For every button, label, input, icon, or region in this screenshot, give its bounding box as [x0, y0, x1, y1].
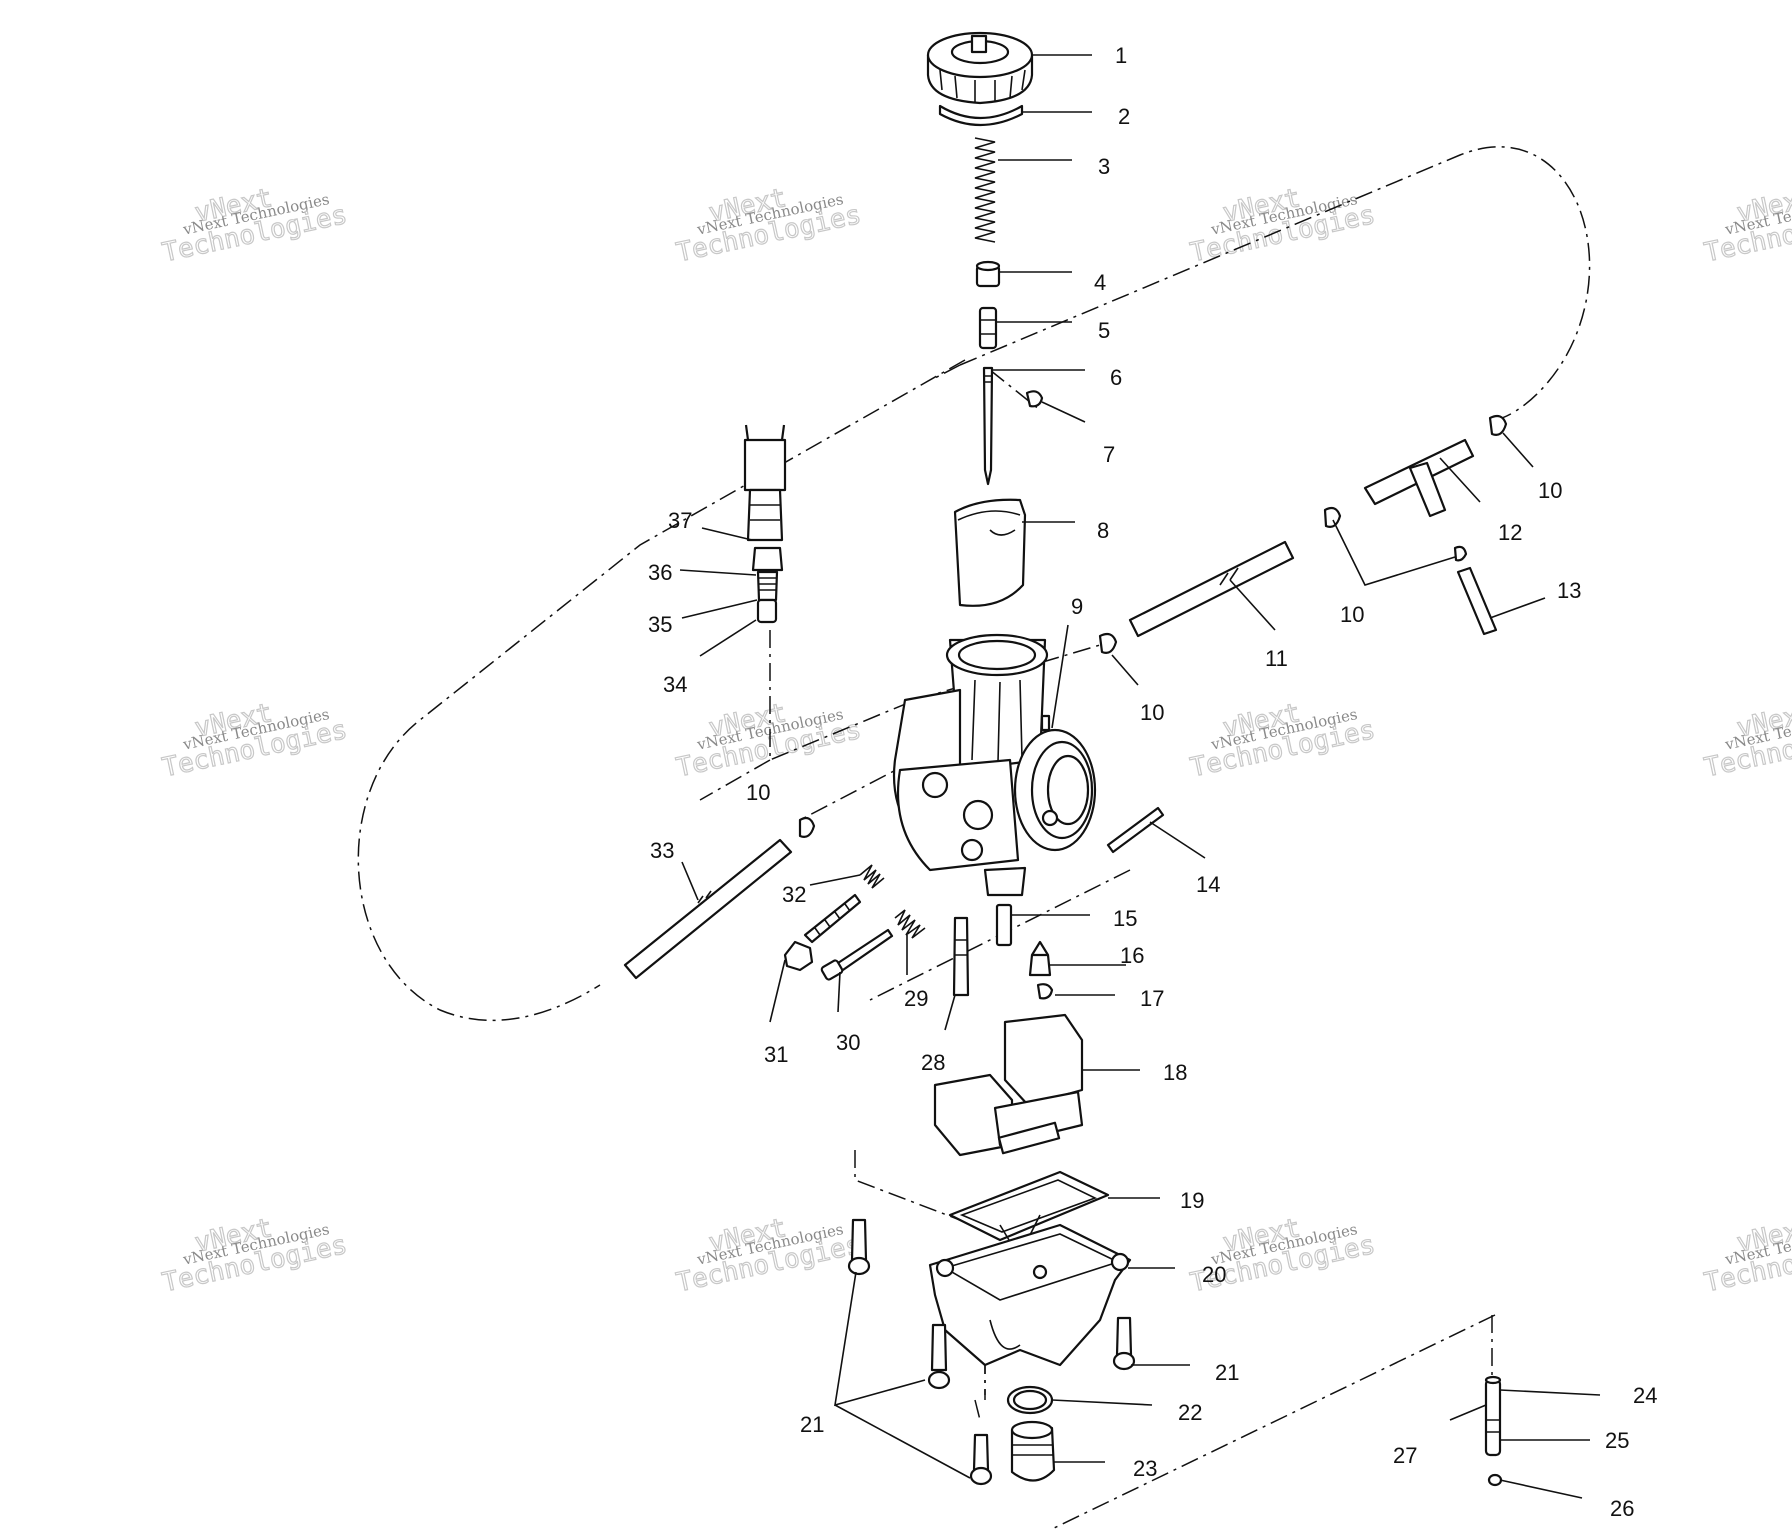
callout-30: 30	[836, 1030, 860, 1055]
watermark: vNext vNext Technologies Technologies	[159, 1213, 350, 1299]
callout-3: 3	[1098, 154, 1110, 179]
callout-29: 29	[904, 986, 928, 1011]
part-29-spring	[894, 909, 926, 939]
callout-16: 16	[1120, 943, 1144, 968]
callout-20: 20	[1202, 1262, 1226, 1287]
callout-22: 22	[1178, 1400, 1202, 1425]
part-34-37-choke-assembly	[743, 424, 787, 624]
part-11-vent-hose	[1128, 540, 1295, 638]
part-15-jet	[995, 903, 1013, 947]
callout-10-middle: 10	[1340, 602, 1364, 627]
part-18-float-assembly	[933, 1013, 1084, 1157]
leader-lines	[679, 54, 1601, 1499]
callout-27: 27	[1393, 1443, 1417, 1468]
part-12-t-fitting	[1363, 438, 1475, 518]
part-13-vent-tube	[1456, 566, 1498, 636]
part-24-26-drain-components	[1484, 1375, 1503, 1487]
watermark: vNext vNext Technologies Technologies	[1701, 698, 1792, 784]
callout-18: 18	[1163, 1060, 1187, 1085]
callout-10-upper: 10	[1538, 478, 1562, 503]
callout-21-right: 21	[1215, 1360, 1239, 1385]
callout-26: 26	[1610, 1496, 1634, 1521]
callout-labels: 1 2 3 4 5 6 7 8 9 10 10 10 10 11 12 13 1…	[648, 43, 1657, 1521]
part-31-idle-screw	[783, 893, 862, 972]
callout-35: 35	[648, 612, 672, 637]
part-20-float-bowl	[928, 1223, 1132, 1367]
callout-14: 14	[1196, 872, 1220, 897]
callout-12: 12	[1498, 520, 1522, 545]
callout-11: 11	[1265, 646, 1288, 671]
watermark: vNext vNext Technologies Technologies	[159, 698, 350, 784]
callout-37: 37	[668, 508, 692, 533]
part-8-throttle-slide	[953, 498, 1027, 607]
part-9-carburetor-body	[892, 633, 1097, 897]
part-10-hose-clips	[798, 414, 1508, 838]
callout-31: 31	[764, 1042, 788, 1067]
callout-17: 17	[1140, 986, 1164, 1011]
callout-19: 19	[1180, 1188, 1204, 1213]
watermark: vNext vNext Technologies Technologies	[1701, 1213, 1792, 1299]
callout-5: 5	[1098, 318, 1110, 343]
callout-9: 9	[1071, 594, 1083, 619]
watermark: vNext vNext Technologies Technologies	[673, 1213, 864, 1299]
part-32-spring	[859, 864, 885, 889]
part-16-main-jet	[1028, 940, 1052, 977]
part-7-e-clip	[1025, 390, 1044, 408]
callout-21-left: 21	[800, 1412, 824, 1437]
part-23-drain-plug	[1010, 1420, 1056, 1482]
part-14-pilot-screw	[1106, 806, 1165, 854]
part-3-spring	[974, 137, 996, 243]
callout-24: 24	[1633, 1383, 1657, 1408]
watermark: vNext vNext Technologies Technologies	[1187, 183, 1378, 269]
callout-10-lower: 10	[1140, 700, 1164, 725]
part-5-needle-clip-holder	[978, 306, 998, 350]
callout-2: 2	[1118, 104, 1130, 129]
watermark: vNext vNext Technologies Technologies	[1701, 183, 1792, 269]
callout-15: 15	[1113, 906, 1137, 931]
callout-4: 4	[1094, 270, 1106, 295]
part-2-cap-ring	[938, 104, 1024, 127]
callout-34: 34	[663, 672, 687, 697]
part-28-needle-jet	[952, 916, 970, 997]
part-1-top-cap	[926, 31, 1034, 105]
callout-36: 36	[648, 560, 672, 585]
callout-10-left: 10	[746, 780, 770, 805]
callout-6: 6	[1110, 365, 1122, 390]
callout-13: 13	[1557, 578, 1581, 603]
part-22-o-ring	[1006, 1385, 1054, 1415]
part-21-screws	[847, 1218, 1136, 1486]
watermark: vNext vNext Technologies Technologies	[159, 183, 350, 269]
callout-7: 7	[1103, 442, 1115, 467]
assembly-dash-lines	[357, 146, 1591, 1531]
callout-32: 32	[782, 882, 806, 907]
callout-33: 33	[650, 838, 674, 863]
callout-1: 1	[1115, 43, 1127, 68]
callout-23: 23	[1133, 1456, 1157, 1481]
watermark: vNext vNext Technologies Technologies	[1187, 698, 1378, 784]
callout-28: 28	[921, 1050, 945, 1075]
part-6-jet-needle	[982, 366, 994, 486]
part-4-retainer	[975, 260, 1001, 288]
part-33-vent-hose	[623, 838, 793, 980]
part-17-clip	[1036, 983, 1054, 1000]
callout-8: 8	[1097, 518, 1109, 543]
watermark: vNext vNext Technologies Technologies	[673, 183, 864, 269]
part-19-float-bowl-gasket	[948, 1170, 1110, 1251]
part-30-screw	[820, 928, 894, 981]
callout-25: 25	[1605, 1428, 1629, 1453]
